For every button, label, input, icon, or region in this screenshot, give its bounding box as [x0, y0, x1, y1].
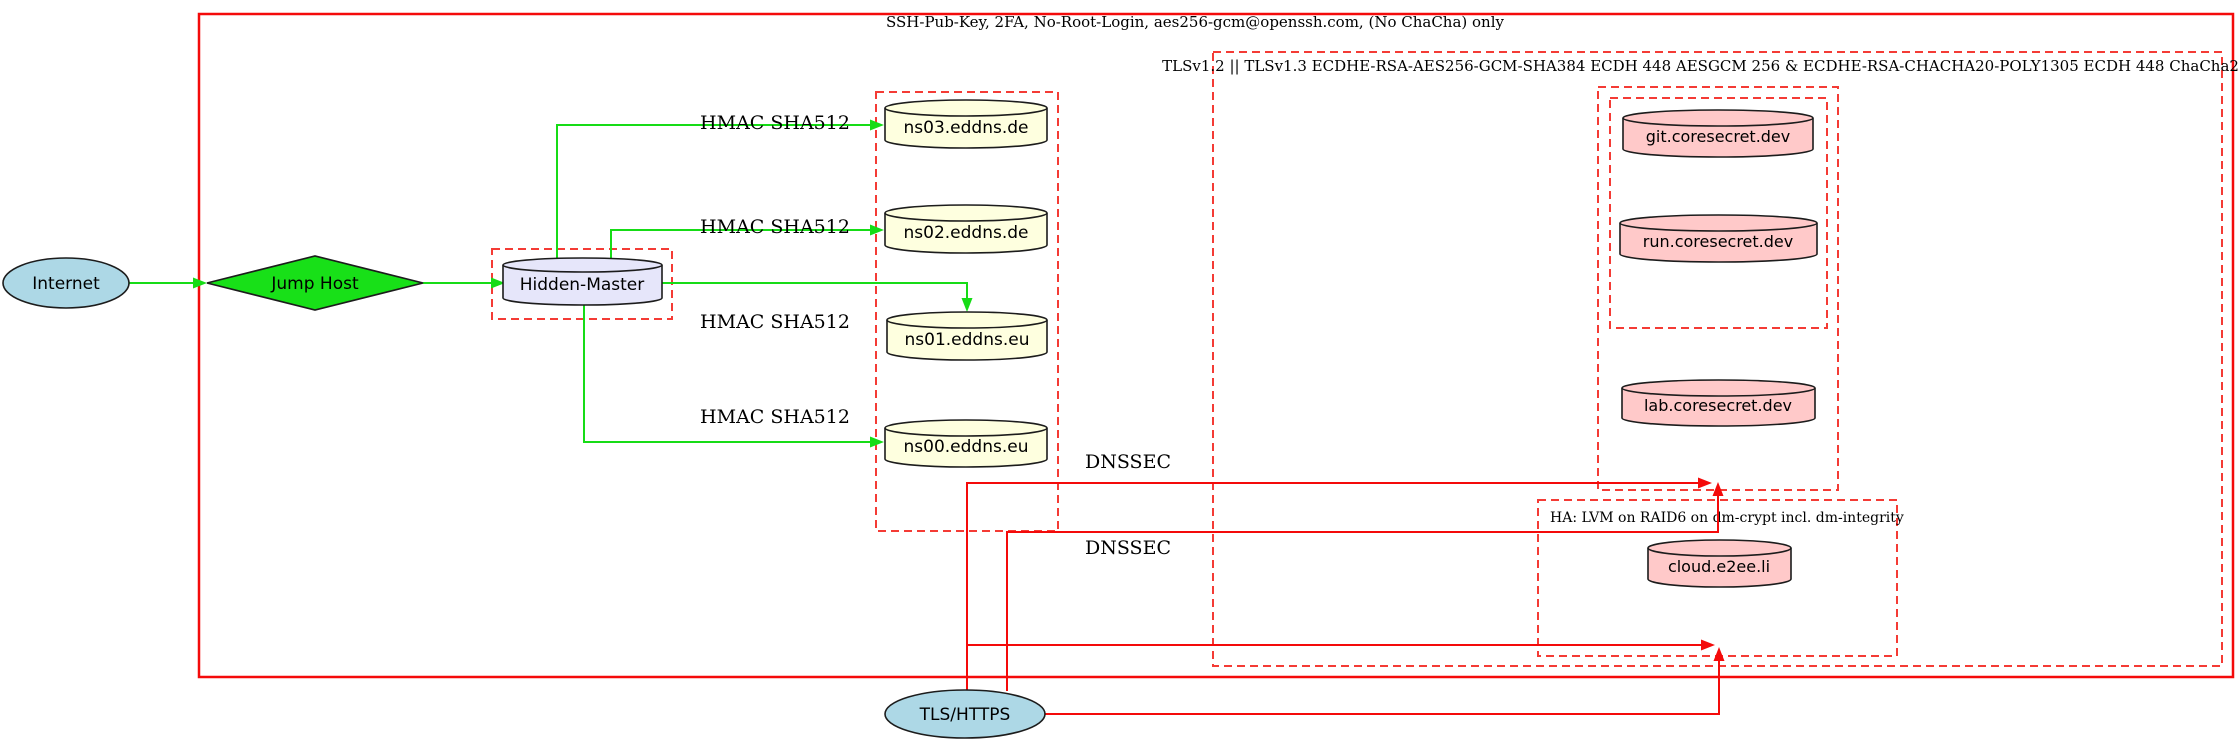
tls-cluster-label: TLSv1.2 || TLSv1.3 ECDHE-RSA-AES256-GCM-… — [1162, 57, 2240, 75]
hidden-master-node-label: Hidden-Master — [520, 275, 645, 295]
ns01-node: ns01.eddns.eu — [886, 311, 1048, 361]
hidden-master-node: Hidden-Master — [502, 257, 663, 306]
arrowhead-right-icon — [870, 436, 884, 448]
dnssec-edge-label-1: DNSSEC — [1085, 451, 1171, 473]
ns01-node-label: ns01.eddns.eu — [905, 330, 1030, 350]
dnssec-edge-label-2: DNSSEC — [1085, 537, 1171, 559]
git-node: git.coresecret.dev — [1622, 109, 1814, 158]
ns02-node-label: ns02.eddns.de — [904, 223, 1029, 243]
tls-https-node: TLS/HTTPS — [884, 689, 1046, 739]
lab-cylinder — [1621, 379, 1816, 427]
git-node-label: git.coresecret.dev — [1646, 127, 1791, 146]
hmac-edge-label-ns00: HMAC SHA512 — [700, 406, 850, 428]
lab-node: lab.coresecret.dev — [1621, 379, 1816, 427]
lab-node-label: lab.coresecret.dev — [1644, 396, 1792, 415]
hidden-master-cylinder — [502, 257, 663, 306]
ns03-node: ns03.eddns.de — [884, 99, 1048, 149]
arrowhead-up-icon — [1712, 482, 1724, 496]
edge-hiddenmaster-to-ns00 — [583, 304, 870, 443]
ns02-node: ns02.eddns.de — [884, 204, 1048, 254]
cylinder-rim — [1621, 387, 1816, 397]
edge-hiddenmaster-to-ns01 — [662, 282, 968, 298]
ssh-cluster-box — [197, 12, 2235, 679]
coresecret-outer-cluster-box — [1597, 86, 1839, 491]
cylinder-rim — [502, 264, 663, 273]
cloud-cylinder — [1647, 539, 1792, 588]
internet-node-label: Internet — [32, 274, 100, 294]
edge-tlshttps-to-coresecret-cluster — [966, 482, 1698, 691]
arrowhead-right-icon — [1698, 477, 1712, 489]
cylinder-rim — [886, 319, 1048, 329]
cylinder-rim — [1622, 117, 1814, 127]
edge-tlshttps-to-lab — [1006, 496, 1719, 691]
internet-node: Internet — [2, 257, 130, 309]
jump-host-diamond — [206, 255, 424, 311]
cylinder-rim — [884, 427, 1048, 437]
cylinder-rim — [1619, 222, 1818, 232]
arrowhead-right-icon — [870, 119, 884, 131]
ha-cluster-label: HA: LVM on RAID6 on dm-crypt incl. dm-in… — [1550, 510, 1904, 526]
git-run-cluster-box — [1609, 97, 1828, 329]
tls-https-node-label: TLS/HTTPS — [919, 705, 1011, 725]
ns01-cylinder — [886, 311, 1048, 361]
ns02-cylinder — [884, 204, 1048, 254]
edge-tlshttps-to-cloud — [1045, 661, 1720, 715]
internet-ellipse — [2, 257, 130, 309]
ns03-cylinder — [884, 99, 1048, 149]
edge-hiddenmaster-to-ns02 — [610, 229, 870, 259]
arrowhead-up-icon — [1713, 647, 1725, 661]
ns00-node: ns00.eddns.eu — [884, 419, 1048, 468]
tls-cluster-box — [1212, 51, 2223, 667]
hmac-edge-label-ns02: HMAC SHA512 — [700, 216, 850, 238]
run-node: run.coresecret.dev — [1619, 214, 1818, 263]
cylinder-rim — [1647, 547, 1792, 557]
ns03-node-label: ns03.eddns.de — [904, 118, 1029, 138]
cloud-node: cloud.e2ee.li — [1647, 539, 1792, 588]
ssh-cluster-label: SSH-Pub-Key, 2FA, No-Root-Login, aes256-… — [886, 13, 1505, 31]
cylinder-rim — [884, 107, 1048, 117]
hmac-edge-label-ns01: HMAC SHA512 — [700, 311, 850, 333]
run-cylinder — [1619, 214, 1818, 263]
green-edges — [129, 119, 973, 448]
ns00-node-label: ns00.eddns.eu — [904, 437, 1029, 457]
nameserver-cluster-box — [875, 91, 1059, 532]
arrowhead-right-icon — [1701, 639, 1715, 651]
git-cylinder — [1622, 109, 1814, 158]
arrowhead-down-icon — [961, 298, 973, 312]
jump-host-node: Jump Host — [206, 255, 424, 311]
arrowhead-right-icon — [870, 224, 884, 236]
arrowhead-right-icon — [491, 277, 505, 289]
red-edges — [966, 477, 1725, 715]
tls-https-ellipse — [884, 689, 1046, 739]
run-node-label: run.coresecret.dev — [1643, 232, 1793, 251]
jump-host-node-label: Jump Host — [270, 274, 359, 294]
edge-hiddenmaster-to-ns03 — [556, 124, 870, 259]
ns00-cylinder — [884, 419, 1048, 468]
arrowhead-right-icon — [193, 277, 207, 289]
cylinder-rim — [884, 212, 1048, 222]
hmac-edge-label-ns03: HMAC SHA512 — [700, 112, 850, 134]
cloud-node-label: cloud.e2ee.li — [1668, 557, 1770, 576]
